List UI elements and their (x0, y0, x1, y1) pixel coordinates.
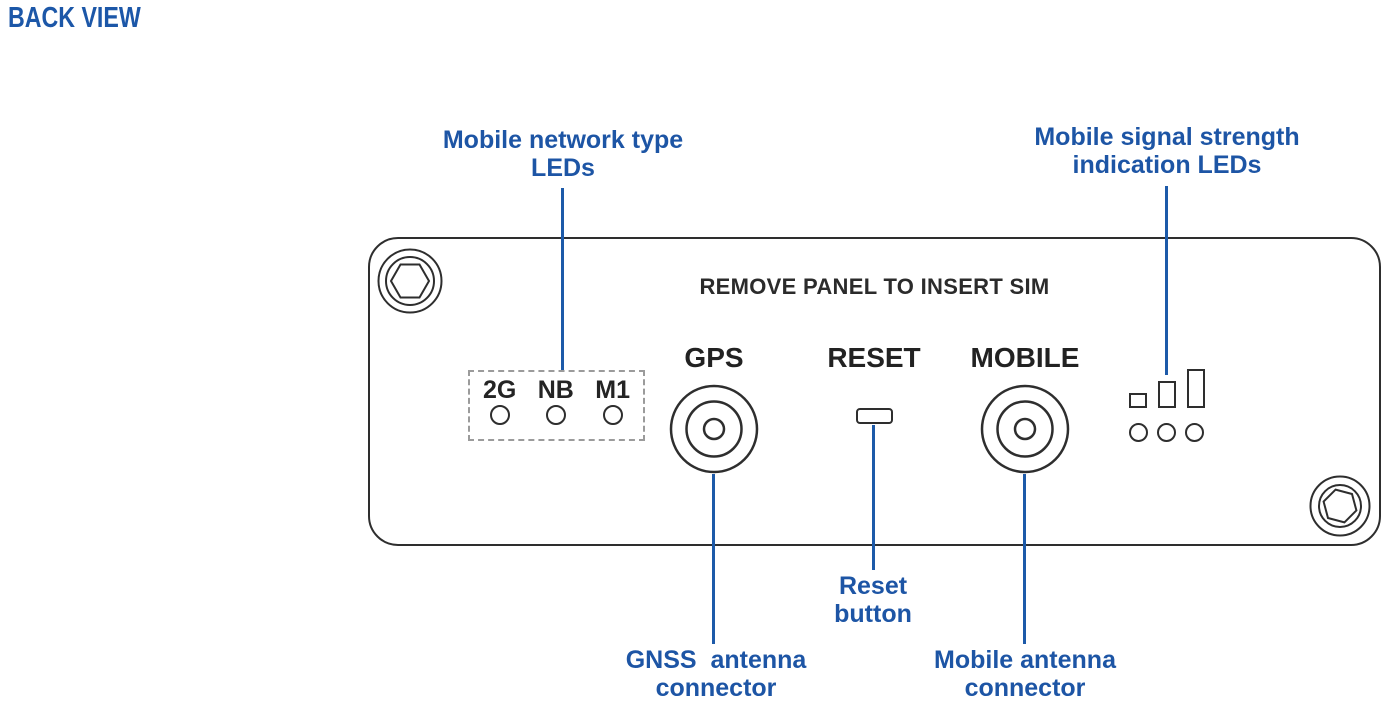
led-label: 2G (483, 376, 517, 404)
gps-port-label: GPS (684, 342, 744, 373)
callout-line-text: GNSS antenna (625, 646, 807, 674)
led-nb: NB (538, 377, 574, 439)
callout-line-text: LEDs (531, 154, 595, 182)
leader-line-mobile (1023, 474, 1026, 644)
callout-mobile-signal-strength-leds: Mobile signal strength indication LEDs (1007, 123, 1327, 179)
callout-line-text: connector (655, 674, 777, 702)
leader-line-signal-strength (1165, 186, 1168, 375)
callout-line-text: connector (964, 674, 1086, 702)
signal-led-circle-icon (1157, 423, 1176, 442)
signal-led-circle-icon (1185, 423, 1204, 442)
hex-screw-icon (377, 248, 443, 314)
leader-line-network-type (561, 188, 564, 370)
led-circle-icon (602, 405, 623, 425)
callout-line-text: Mobile network type (442, 126, 684, 154)
hex-screw-icon (1309, 475, 1371, 537)
reset-button-hole (856, 408, 893, 424)
mobile-antenna-connector-icon (980, 384, 1070, 474)
led-circle-icon (545, 405, 566, 425)
callout-gnss-antenna-connector: GNSS antenna connector (566, 646, 866, 702)
led-label: NB (537, 376, 574, 404)
signal-led-circle-icon (1129, 423, 1148, 442)
callout-mobile-network-type-leds: Mobile network type LEDs (413, 126, 713, 182)
leader-line-gnss (712, 474, 715, 644)
callout-reset-button: Reset button (773, 572, 973, 628)
led-2g: 2G (483, 377, 516, 439)
signal-bar-small-icon (1129, 393, 1147, 408)
reset-port-label: RESET (827, 342, 921, 373)
callout-line-text: button (834, 600, 912, 628)
led-label: M1 (595, 376, 630, 404)
callout-line-text: Mobile signal strength (1034, 123, 1300, 151)
sim-notice-text: REMOVE PANEL TO INSERT SIM (699, 274, 1050, 299)
gnss-antenna-connector-icon (669, 384, 759, 474)
leader-line-reset (872, 425, 875, 570)
led-m1: M1 (595, 377, 630, 439)
callout-line-text: indication LEDs (1072, 151, 1262, 179)
callout-mobile-antenna-connector: Mobile antenna connector (875, 646, 1175, 702)
callout-line-text: Mobile antenna (934, 646, 1116, 674)
led-circle-icon (489, 405, 510, 425)
network-type-led-box: 2G NB M1 (468, 370, 645, 441)
callout-line-text: Reset (838, 572, 908, 600)
page-title: BACK VIEW (8, 2, 141, 34)
signal-bar-large-icon (1187, 369, 1205, 408)
signal-bar-medium-icon (1158, 381, 1176, 408)
mobile-port-label: MOBILE (970, 342, 1080, 373)
